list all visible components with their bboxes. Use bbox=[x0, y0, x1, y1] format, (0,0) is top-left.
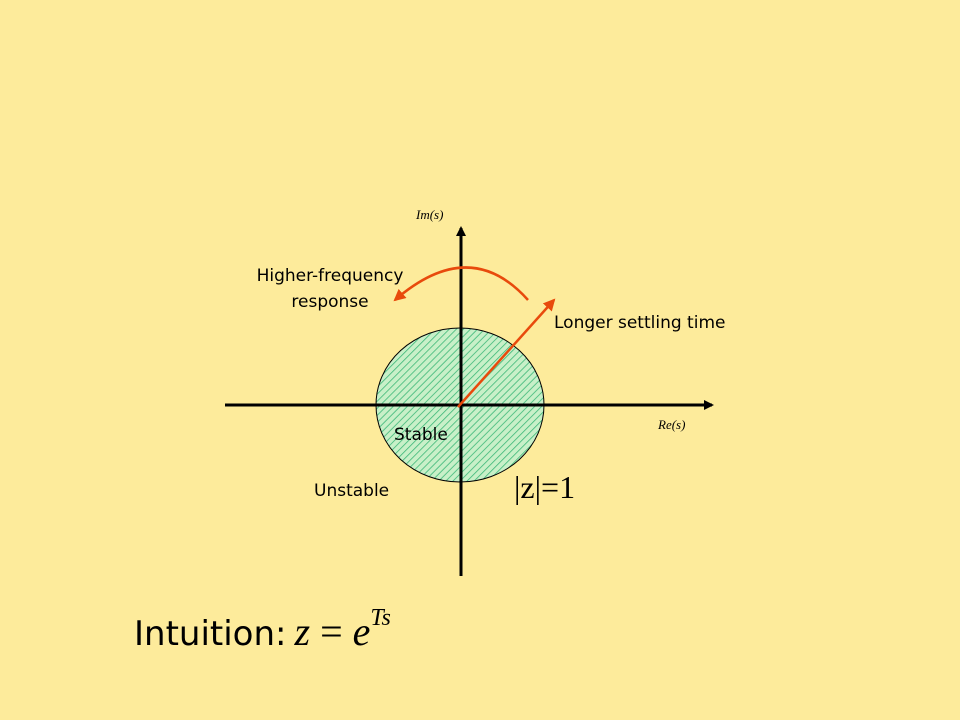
formula-equals: = bbox=[310, 609, 353, 654]
formula-exponent: Ts bbox=[370, 604, 391, 631]
unstable-label: Unstable bbox=[314, 481, 390, 501]
frequency-arc-arrow bbox=[393, 266, 529, 302]
settling-time-label: Longer settling time bbox=[554, 313, 726, 333]
settling-time-arrow bbox=[457, 298, 556, 408]
z-equals-e-Ts: z = eTs bbox=[294, 605, 391, 654]
stable-label: Stable bbox=[394, 425, 448, 445]
unit-circle-label: |z|=1 bbox=[514, 469, 576, 505]
higher-frequency-label: Higher-frequency response bbox=[256, 266, 404, 312]
real-axis-label: Re(s) bbox=[658, 417, 686, 432]
intuition-formula: Intuition:z = eTs bbox=[134, 605, 391, 668]
formula-base: e bbox=[352, 609, 371, 654]
imaginary-axis-label: Im(s) bbox=[416, 207, 444, 222]
intuition-label: Intuition: bbox=[134, 614, 287, 654]
formula-lhs: z bbox=[294, 609, 311, 654]
